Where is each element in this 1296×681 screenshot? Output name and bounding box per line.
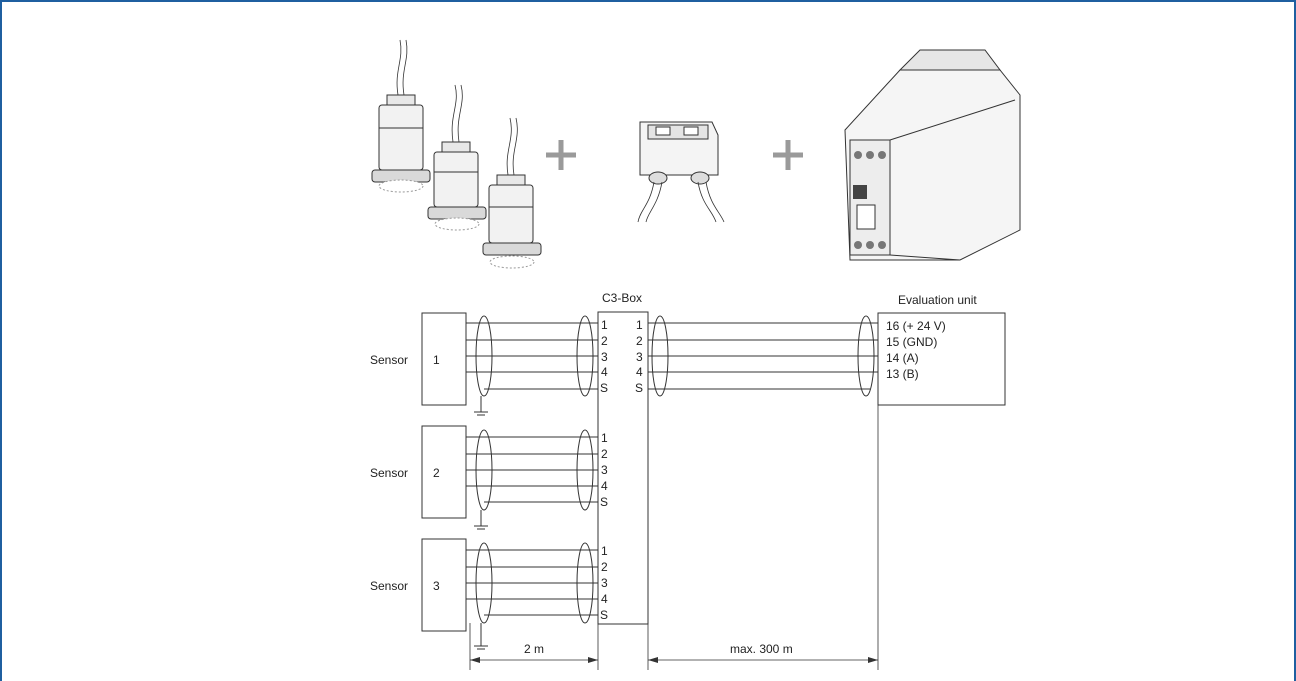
plus-icon xyxy=(546,140,576,170)
sensor-3-pin-4: 4 xyxy=(601,592,608,606)
sensor-2-pin-4: 4 xyxy=(601,479,608,493)
c3-box-icon xyxy=(637,121,725,223)
sensor-2-label: Sensor xyxy=(370,466,408,480)
ultrasonic-sensor-icon xyxy=(371,39,542,269)
sensor-1-label: Sensor xyxy=(370,353,408,367)
sensor-3-label: Sensor xyxy=(370,579,408,593)
terminal-16: 16 (+ 24 V) xyxy=(886,319,946,333)
sensor-3-number: 3 xyxy=(433,579,440,593)
c3box-right-pin-4: 4 xyxy=(636,365,643,379)
sensor-2-pin-s: S xyxy=(600,495,608,509)
sensor-2-number: 2 xyxy=(433,466,440,480)
trunk-cable xyxy=(648,315,878,397)
sensor-1-cable xyxy=(466,315,598,416)
c3box-title: C3-Box xyxy=(602,291,642,305)
sensor-1-pin-s: S xyxy=(600,381,608,395)
sensor-3-rect xyxy=(421,538,467,632)
sensor-3-pin-s: S xyxy=(600,608,608,622)
evaluation-unit-icon xyxy=(844,49,1021,261)
sensor-1-pin-1: 1 xyxy=(601,318,608,332)
sensor-3-cable xyxy=(466,542,598,650)
plus-icon xyxy=(773,140,803,170)
terminal-13: 13 (B) xyxy=(886,367,919,381)
terminal-14: 14 (A) xyxy=(886,351,919,365)
sensor-1-pin-2: 2 xyxy=(601,334,608,348)
dimension-2m xyxy=(470,657,598,663)
c3box-right-pin-s: S xyxy=(635,381,643,395)
evaluation-unit-rect xyxy=(877,312,1006,406)
terminal-15: 15 (GND) xyxy=(886,335,937,349)
c3box-rect xyxy=(597,311,649,625)
sensor-1-pin-4: 4 xyxy=(601,365,608,379)
dimension-300m-label: max. 300 m xyxy=(730,642,793,656)
sensor-2-cable xyxy=(466,429,598,530)
sensor-3-pin-3: 3 xyxy=(601,576,608,590)
sensor-2-pin-2: 2 xyxy=(601,447,608,461)
sensor-2-pin-1: 1 xyxy=(601,431,608,445)
dimension-2m-label: 2 m xyxy=(524,642,544,656)
c3box-right-pin-2: 2 xyxy=(636,334,643,348)
c3box-right-pin-3: 3 xyxy=(636,350,643,364)
sensor-1-pin-3: 3 xyxy=(601,350,608,364)
sensor-3-pin-2: 2 xyxy=(601,560,608,574)
dimension-300m xyxy=(648,657,878,663)
evaluation-unit-title: Evaluation unit xyxy=(898,293,977,307)
c3box-right-pin-1: 1 xyxy=(636,318,643,332)
sensor-1-number: 1 xyxy=(433,353,440,367)
sensor-3-pin-1: 1 xyxy=(601,544,608,558)
sensor-1-rect xyxy=(421,312,467,406)
sensor-2-pin-3: 3 xyxy=(601,463,608,477)
sensor-2-rect xyxy=(421,425,467,519)
